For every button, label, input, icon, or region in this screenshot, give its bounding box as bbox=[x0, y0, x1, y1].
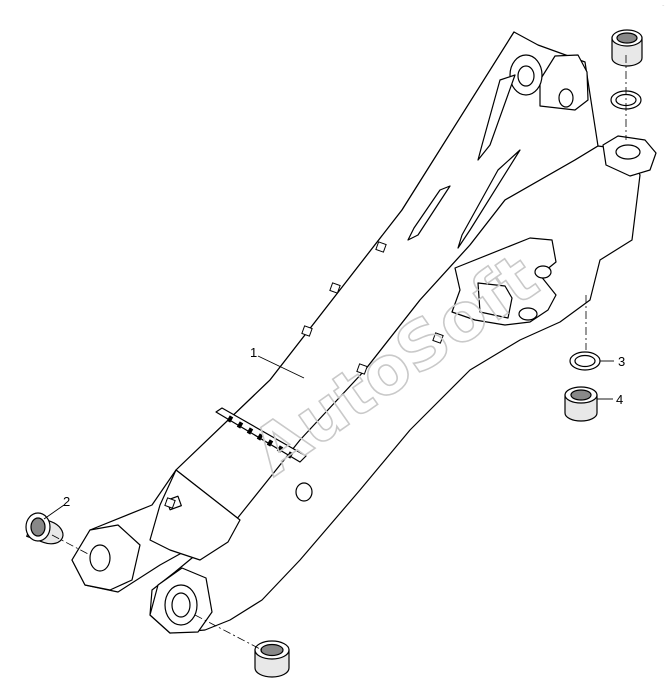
bushing-part-2 bbox=[25, 512, 64, 545]
bushing-part-4 bbox=[564, 386, 598, 422]
top-pivot-hole bbox=[558, 88, 574, 108]
center-lines bbox=[51, 55, 627, 651]
top-upper-lug-hole bbox=[517, 65, 535, 87]
fork-lower-plate bbox=[149, 469, 241, 561]
callout-2: 2 bbox=[63, 494, 70, 509]
ring-part-3 bbox=[569, 351, 601, 371]
callout-4: 4 bbox=[616, 392, 623, 407]
reinforcement-strip-lower bbox=[407, 185, 451, 241]
reinforcement-strip-left bbox=[477, 74, 516, 161]
top-pivot-boss bbox=[539, 54, 589, 111]
bushing-top bbox=[611, 29, 643, 67]
mid-bracket bbox=[451, 237, 557, 326]
fork-right-hole bbox=[171, 592, 191, 618]
mid-bracket-inner bbox=[477, 282, 513, 319]
boom bbox=[71, 31, 657, 634]
mid-boss bbox=[295, 482, 313, 502]
bushing-bottom bbox=[254, 640, 290, 678]
reinforcement-strip-right bbox=[457, 149, 521, 249]
mid-bracket-lower-hole bbox=[518, 307, 538, 321]
callout-1: 1 bbox=[250, 345, 257, 360]
weld-strip-teeth bbox=[226, 415, 294, 459]
welded-nuts bbox=[164, 241, 444, 509]
leader-lines bbox=[43, 355, 614, 520]
corner-mark: ~ bbox=[662, 3, 665, 7]
mid-bracket-hole bbox=[534, 265, 552, 279]
fork-left-hole bbox=[89, 544, 111, 572]
callout-3: 3 bbox=[618, 354, 625, 369]
front-pivot-hole bbox=[615, 144, 641, 160]
